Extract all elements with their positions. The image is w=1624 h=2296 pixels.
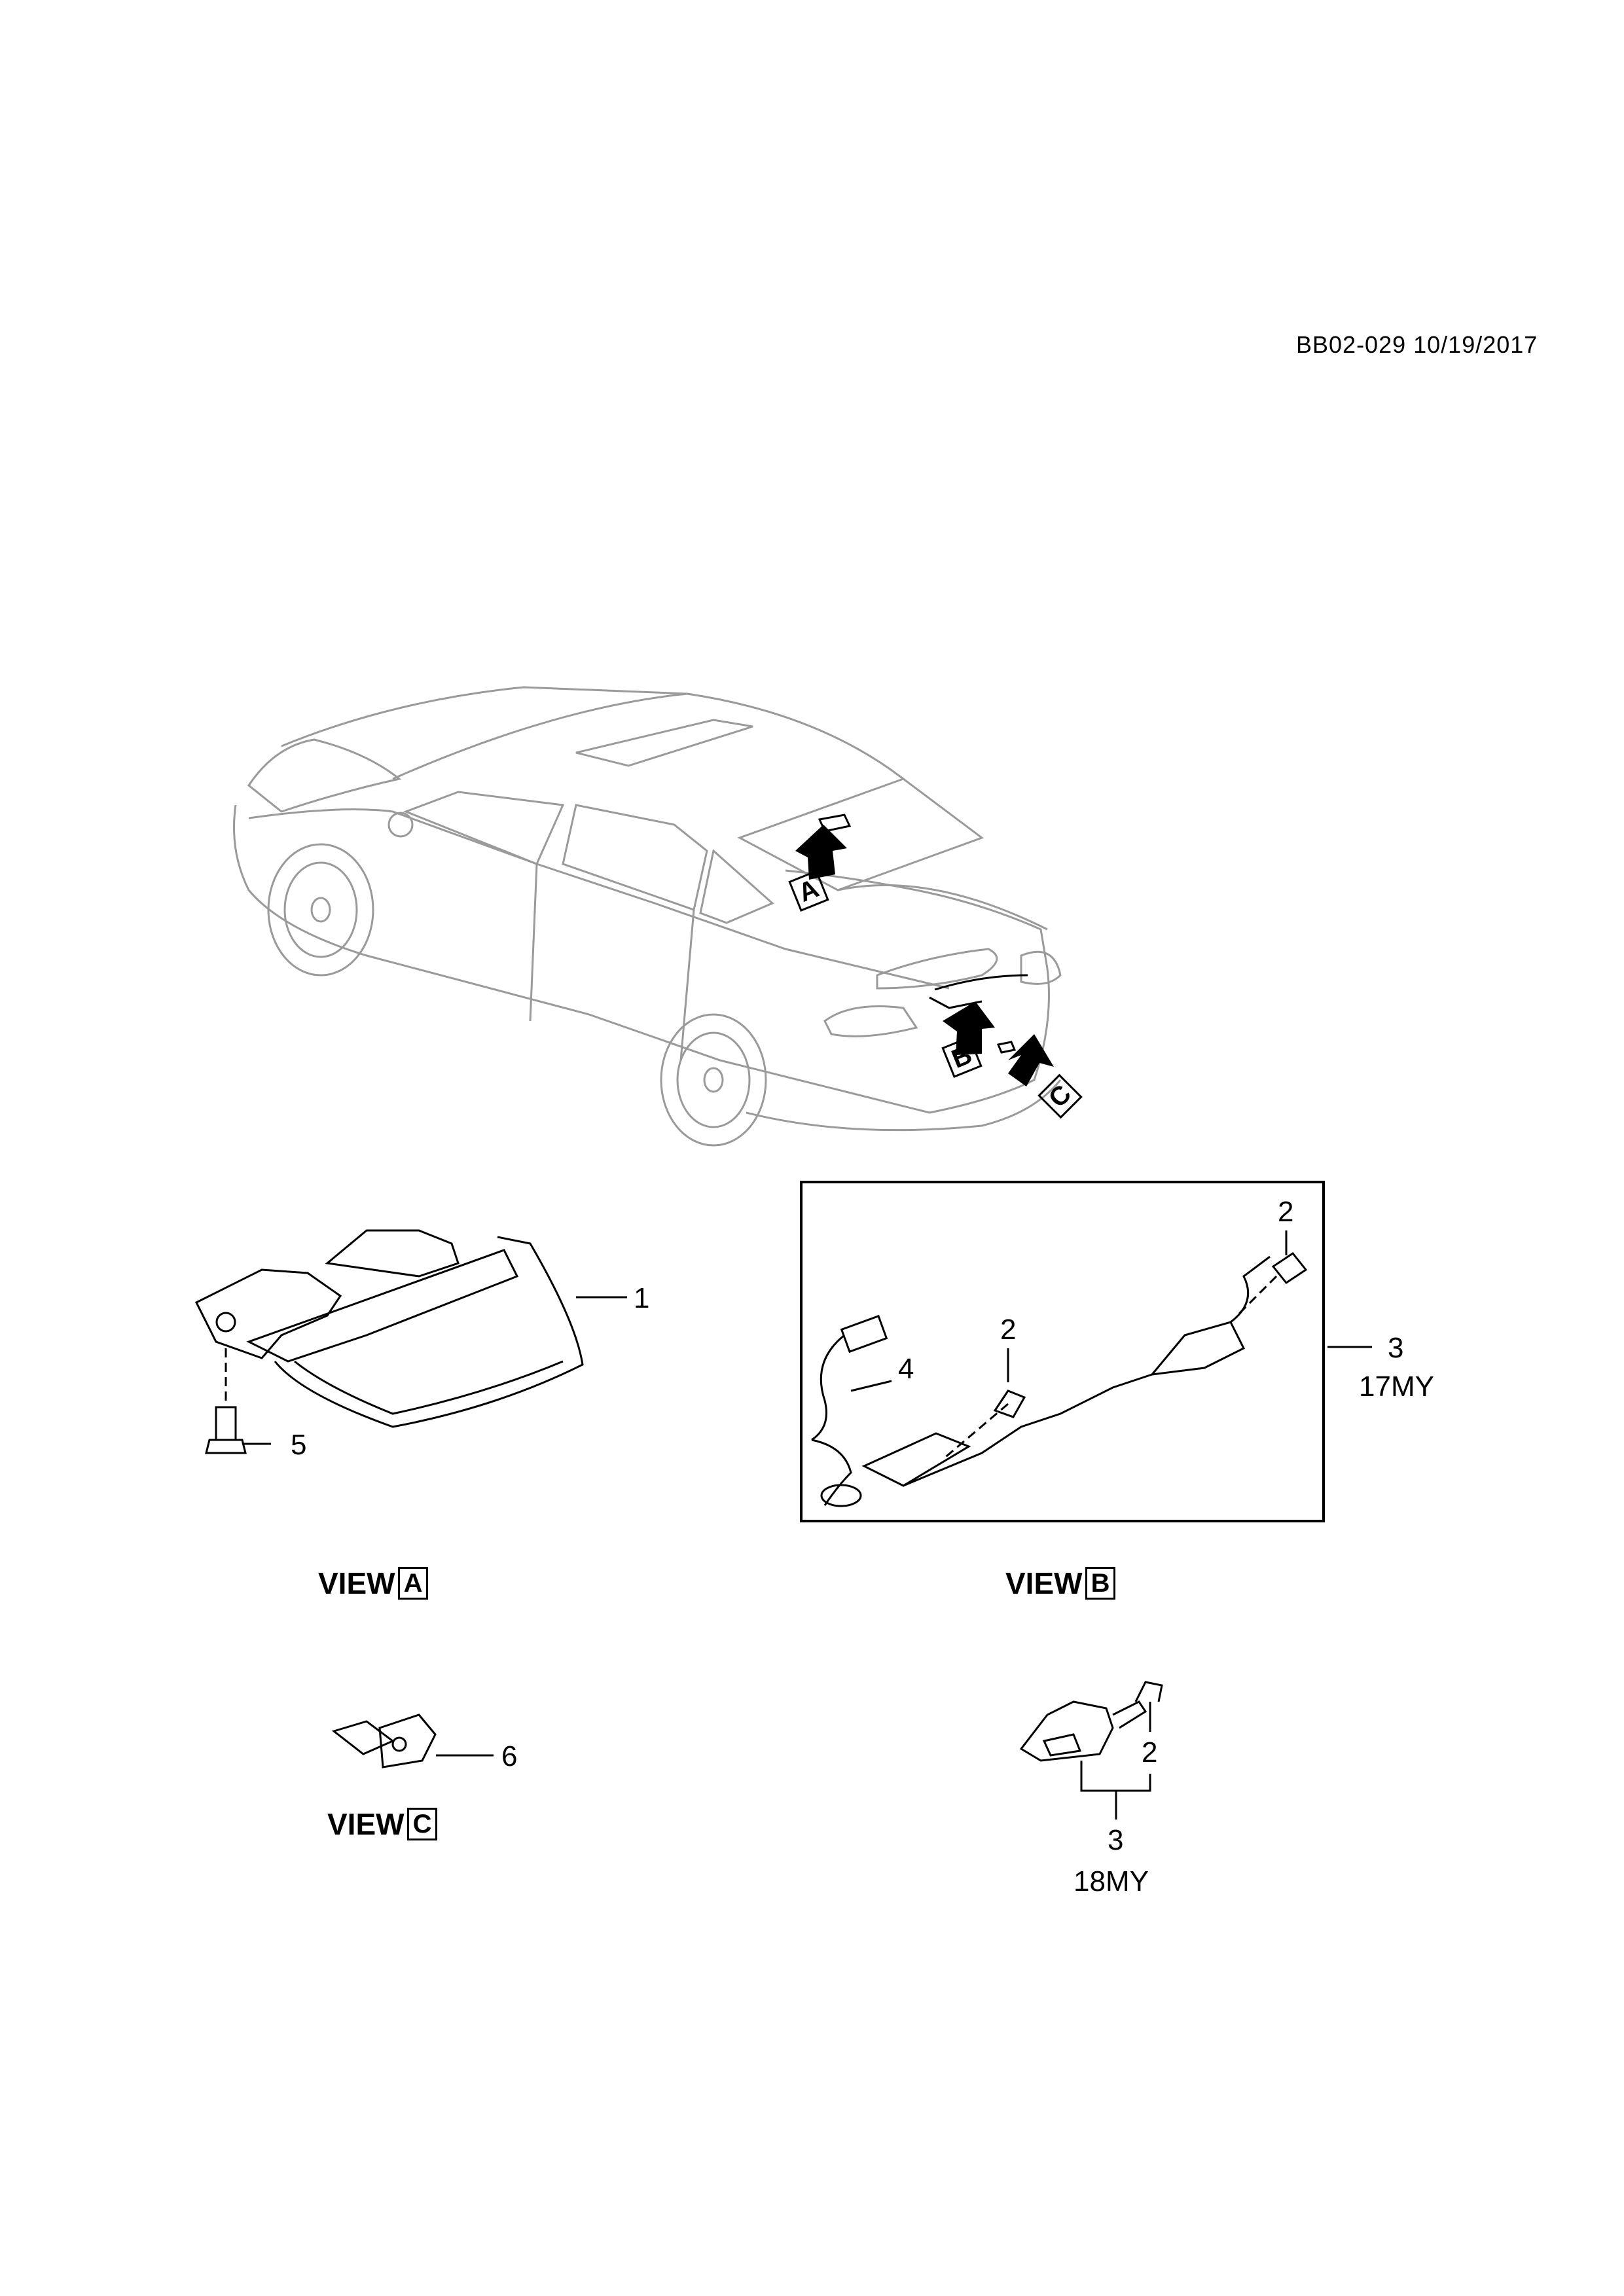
view-a-letter: A [397,1567,429,1600]
part-3-drawing [811,1251,1308,1507]
view-b-letter: B [1085,1567,1116,1600]
callout-2-18my: 2 [1142,1736,1158,1768]
part-3-18my-drawing [1019,1681,1163,1762]
part-6-drawing [331,1713,437,1768]
callout-6: 6 [501,1740,518,1772]
callout-2-right: 2 [1278,1196,1294,1228]
car-part-markers [818,814,1028,1054]
arrow-c [1008,1034,1054,1086]
arrow-a [795,825,847,880]
callout-2-mid: 2 [1000,1314,1017,1346]
view-arrows [795,825,1054,1086]
car-outline [233,686,1062,1147]
diagram-code: BB02-029 10/19/2017 [1296,331,1538,358]
model-year-18: 18MY [1074,1865,1149,1897]
callout-3-18my: 3 [1108,1824,1124,1856]
view-c-word: VIEW [327,1807,405,1841]
arrow-b [943,1001,995,1055]
model-year-17: 17MY [1359,1371,1434,1403]
view-a-word: VIEW [318,1566,395,1600]
part-1-drawing [194,1229,584,1454]
callout-4: 4 [898,1353,914,1385]
view-a-label: VIEW A [318,1566,429,1601]
view-c-label: VIEW C [327,1806,438,1842]
view-b-frame [800,1181,1325,1522]
callout-3-17my: 3 [1388,1332,1404,1364]
callout-5: 5 [291,1429,307,1461]
view-b-label: VIEW B [1005,1566,1116,1601]
callout-1: 1 [634,1282,650,1314]
view-b-word: VIEW [1005,1566,1083,1600]
view-c-letter: C [406,1808,438,1840]
leader-lines [242,1230,1372,1820]
